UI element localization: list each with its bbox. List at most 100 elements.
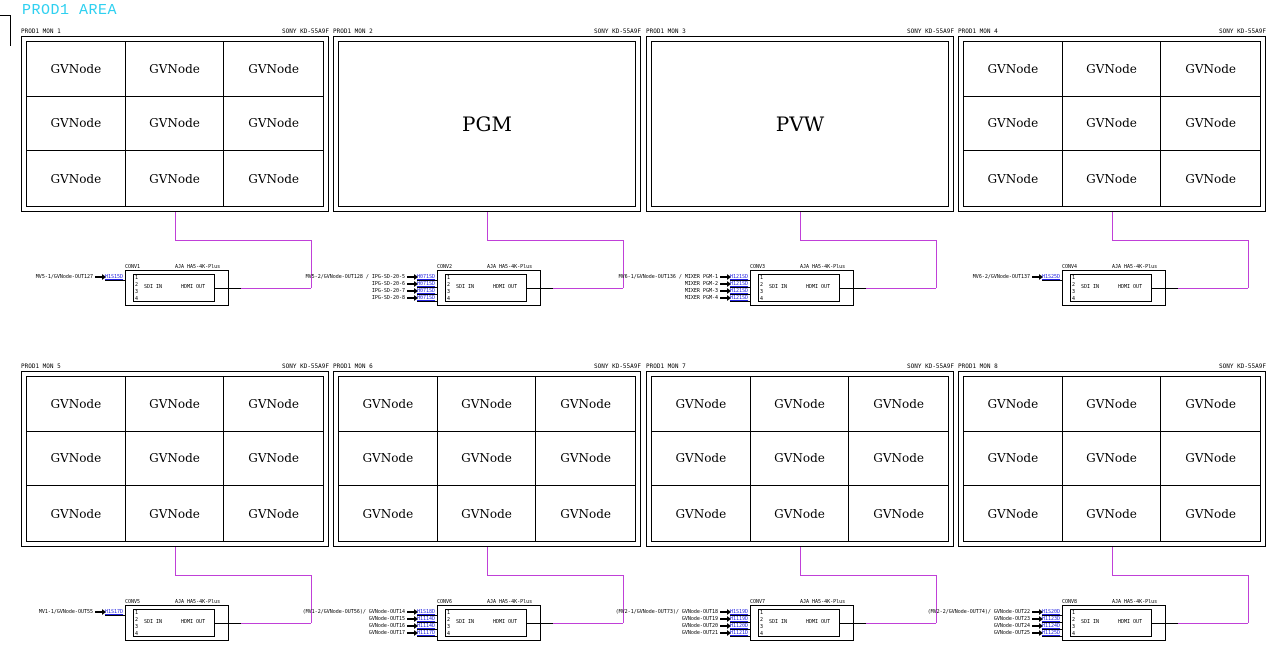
hdmi-cable: [175, 212, 176, 240]
signal-arrow: [720, 609, 731, 615]
cable-tag: H1123D: [1042, 616, 1061, 622]
cable-tag: H1S15D: [105, 274, 124, 280]
hdmi-out-line: [840, 623, 866, 624]
hdmi-cable: [311, 575, 312, 623]
hdmi-cable: [241, 288, 311, 289]
grid-cell-gvnode: GVNode: [224, 42, 323, 97]
hdmi-out-label: HDMI OUT: [181, 619, 206, 625]
monitor-name-label: PROD1 MON 6: [333, 363, 373, 370]
grid-cell-gvnode: GVNode: [1062, 96, 1162, 152]
grid-cell-gvnode: GVNode: [873, 506, 925, 521]
signal-arrow: [720, 281, 731, 287]
sdi-in-label: SDI IN: [769, 619, 788, 625]
cable-tag: H1124D: [1042, 623, 1061, 629]
monitor-model-label: SONY KD-55A9F: [1219, 28, 1266, 35]
sdi-in-label: SDI IN: [144, 284, 163, 290]
port-number: 2: [1072, 617, 1076, 623]
source-label: GVNode-OUT20: [681, 623, 718, 629]
grid-cell-gvnode: GVNode: [27, 377, 126, 432]
grid-cell-gvnode: GVNode: [126, 151, 225, 206]
monitor-name-label: PROD1 MON 8: [958, 363, 998, 370]
grid-cell-gvnode: GVNode: [125, 42, 225, 97]
port-number: 1: [1072, 610, 1076, 616]
converter-model: AJA HA5-4K-Plus: [1112, 599, 1158, 605]
converter-inner: [1070, 274, 1152, 302]
cable-tag: H1117D: [417, 630, 436, 636]
hdmi-cable: [936, 240, 937, 288]
hdmi-cable: [866, 288, 936, 289]
cable-tag: H1S19D: [730, 609, 749, 615]
sdi-in-label: SDI IN: [144, 619, 163, 625]
converter-name: CONV1: [125, 264, 141, 270]
converter-inner: [133, 274, 215, 302]
grid-cell-gvnode: GVNode: [1062, 377, 1162, 432]
monitor-name-label: PROD1 MON 7: [646, 363, 686, 370]
source-label: GVNode-OUT15: [368, 616, 405, 622]
hdmi-out-line: [527, 623, 553, 624]
source-label: GVNode-OUT21: [681, 630, 718, 636]
converter-model: AJA HA5-4K-Plus: [800, 264, 846, 270]
signal-arrow: [1032, 623, 1043, 629]
signal-arrow: [95, 274, 106, 280]
source-label: MV1-1/GVNode-OUT55: [38, 609, 93, 615]
grid-cell-gvnode: GVNode: [224, 377, 323, 432]
grid-cell-gvnode: GVNode: [964, 96, 1063, 152]
hdmi-cable: [1112, 240, 1248, 241]
signal-arrow: [1032, 609, 1043, 615]
input-line: [1042, 280, 1062, 281]
input-line: [417, 636, 437, 637]
input-line: [730, 301, 750, 302]
grid-cell-gvnode: GVNode: [437, 431, 537, 487]
grid-cell-gvnode: GVNode: [1161, 42, 1260, 97]
signal-arrow: [407, 609, 418, 615]
converter-inner: [445, 274, 527, 302]
hdmi-out-line: [1152, 623, 1178, 624]
input-line: [1042, 622, 1062, 623]
grid-cell-gvnode: GVNode: [1062, 431, 1162, 487]
signal-arrow: [407, 616, 418, 622]
port-number: 2: [447, 282, 451, 288]
port-number: 2: [760, 617, 764, 623]
cable-tag: H071SD: [417, 295, 436, 301]
sdi-in-label: SDI IN: [1081, 284, 1100, 290]
source-label: MIXER PGM-3: [684, 288, 718, 294]
input-line: [730, 622, 750, 623]
source-label: GVNode-OUT16: [368, 623, 405, 629]
cable-tag: H121SD: [730, 288, 749, 294]
hdmi-cable: [800, 212, 801, 240]
cable-tag: H121SD: [730, 295, 749, 301]
cable-tag: H1S20D: [1042, 609, 1061, 615]
grid-cell-gvnode: GVNode: [224, 432, 323, 487]
converter-model: AJA HA5-4K-Plus: [487, 264, 533, 270]
monitor-name-label: PROD1 MON 2: [333, 28, 373, 35]
cable-tag: H1S17D: [105, 609, 124, 615]
grid-cell-gvnode: GVNode: [560, 506, 612, 521]
signal-arrow: [407, 630, 418, 636]
port-number: 3: [135, 289, 139, 295]
input-line: [730, 294, 750, 295]
source-label: (MV2-2/GVNode-OUT74)/ GVNode-OUT22: [927, 609, 1030, 615]
hdmi-cable: [175, 575, 311, 576]
input-line: [417, 622, 437, 623]
grid-cell-gvnode: GVNode: [339, 431, 438, 487]
converter-model: AJA HA5-4K-Plus: [487, 599, 533, 605]
converter-name: CONV4: [1062, 264, 1078, 270]
port-number: 4: [135, 631, 139, 637]
source-label: MIXER PGM-4: [684, 295, 718, 301]
monitor-name-label: PROD1 MON 5: [21, 363, 61, 370]
grid-cell-gvnode: GVNode: [125, 431, 225, 487]
port-number: 2: [447, 617, 451, 623]
hdmi-cable: [1178, 288, 1248, 289]
port-number: 3: [447, 289, 451, 295]
hdmi-out-line: [527, 288, 553, 289]
